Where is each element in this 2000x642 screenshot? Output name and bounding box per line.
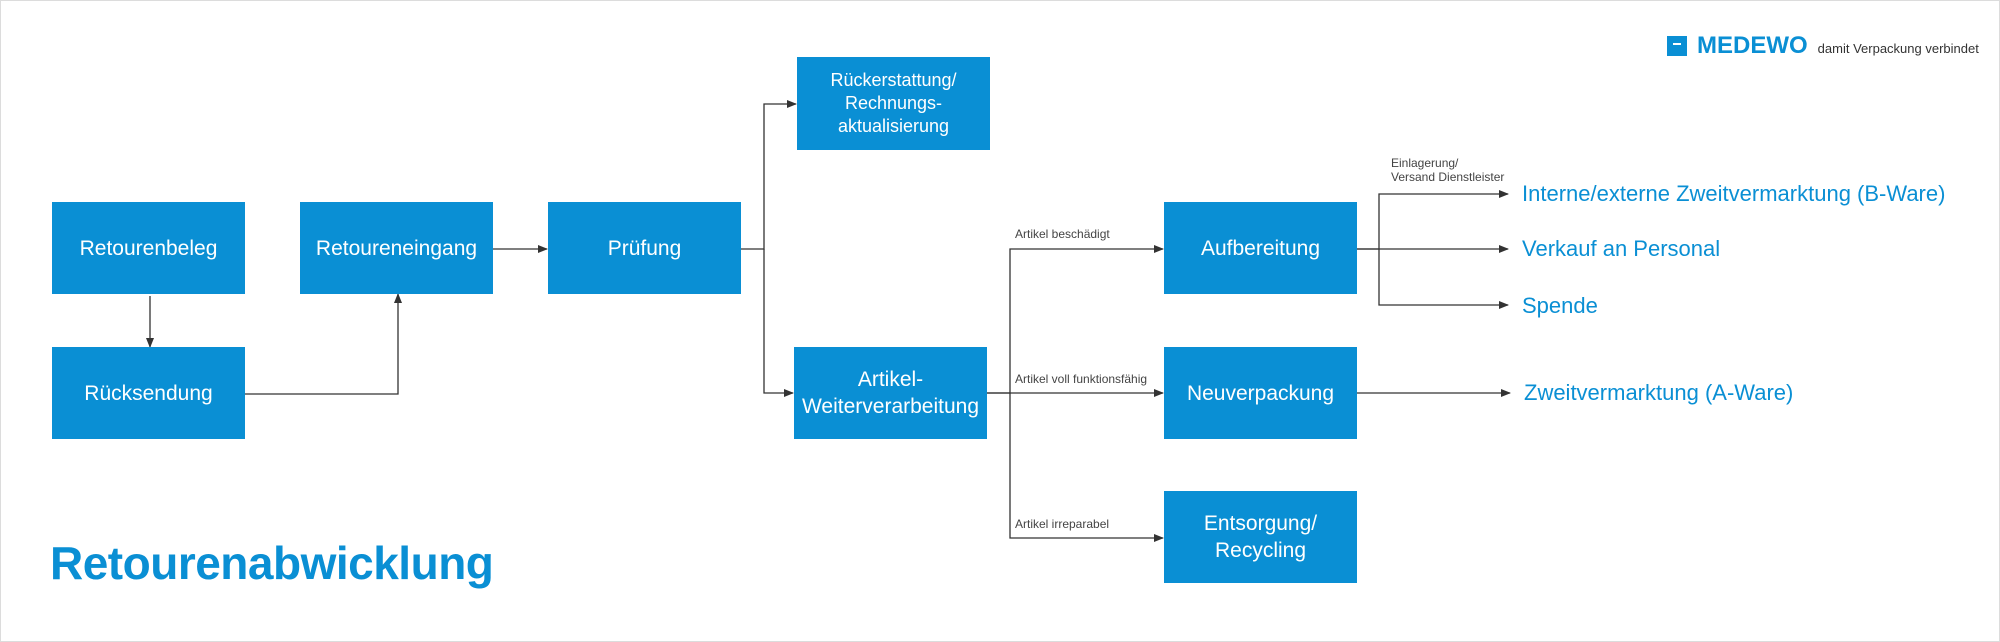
outcome-zweitvermarktung-a: Zweitvermarktung (A-Ware) — [1524, 380, 1794, 405]
edge-label-irreparabel: Artikel irreparabel — [1015, 517, 1110, 531]
edge-aufbereitung-to-spende — [1378, 249, 1509, 309]
node-retoureneingang: Retoureneingang — [300, 202, 493, 294]
outcome-verkauf-personal: Verkauf an Personal — [1522, 236, 1721, 261]
edge-ruecksendung-to-eingang — [245, 293, 402, 395]
node-ruecksendung: Rücksendung — [52, 347, 245, 439]
node-rueckerstattung: Rückerstattung/ Rechnungs- aktualisierun… — [797, 57, 990, 150]
edge-label-funktionsfaehig: Artikel voll funktionsfähig — [1015, 372, 1148, 386]
node-entsorgung: Entsorgung/ Recycling — [1164, 491, 1357, 583]
brand-name: MEDEWO — [1697, 32, 1808, 59]
edge-weiterverarbeitung-to-entsorgung — [1009, 393, 1164, 542]
logo-icon — [1667, 36, 1687, 56]
outcome-spende: Spende — [1522, 293, 1598, 318]
node-aufbereitung: Aufbereitung — [1164, 202, 1357, 294]
brand-tagline: damit Verpackung verbindet — [1817, 41, 1979, 56]
node-pruefung: Prüfung — [548, 202, 741, 294]
outcome-zweitvermarktung-b: Interne/externe Zweitvermarktung (B-Ware… — [1522, 181, 1946, 206]
edge-label-einlagerung: Einlagerung/ Versand Dienstleister — [1391, 156, 1505, 184]
diagram-title: Retourenabwicklung — [50, 537, 494, 589]
edge-aufbereitung-to-zweitvermarktung-b — [1357, 190, 1509, 250]
edge-pruefung-to-rueckerstattung — [741, 100, 797, 250]
edge-pruefung-to-weiterverarbeitung — [763, 249, 794, 397]
node-retourenbeleg: Retourenbeleg — [52, 202, 245, 294]
node-weiterverarbeitung: Artikel- Weiterverarbeitung — [794, 347, 987, 439]
edge-label-beschaedigt: Artikel beschädigt — [1015, 227, 1110, 241]
brand-logo: MEDEWO damit Verpackung verbindet — [1667, 30, 1979, 60]
node-neuverpackung: Neuverpackung — [1164, 347, 1357, 439]
